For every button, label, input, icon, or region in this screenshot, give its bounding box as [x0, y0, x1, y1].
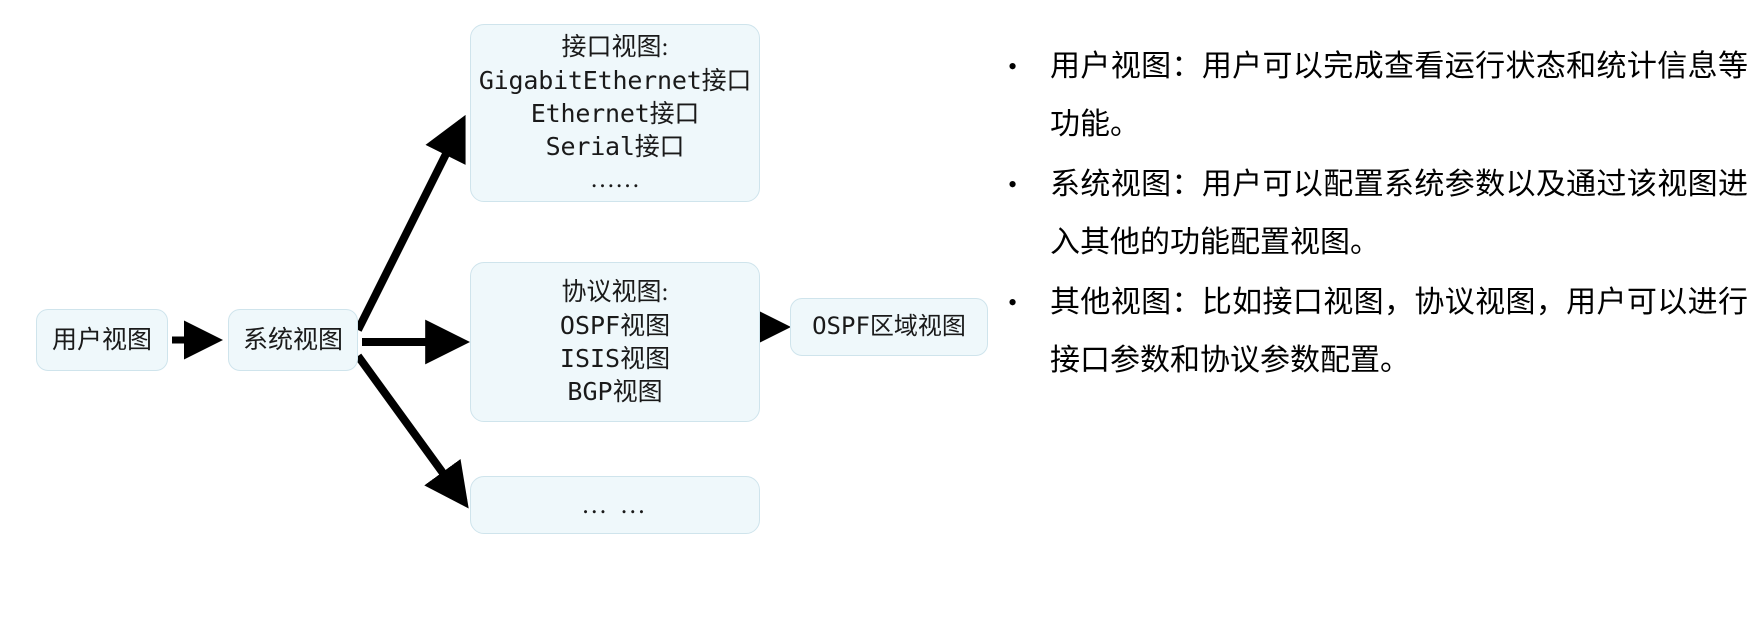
bullet-text: 其他视图：比如接口视图，协议视图，用户可以进行接口参数和协议参数配置。 [1050, 286, 1748, 377]
node-ospf-area-view-label: OSPF区域视图 [812, 312, 966, 341]
node-other-view[interactable]: … … [470, 476, 760, 534]
bullet-text: 系统视图：用户可以配置系统参数以及通过该视图进入其他的功能配置视图。 [1050, 168, 1748, 259]
node-ospf-area-view[interactable]: OSPF区域视图 [790, 298, 988, 356]
node-protocol-view-item-0: OSPF视图 [559, 311, 671, 340]
node-user-view[interactable]: 用户视图 [36, 309, 168, 371]
node-system-view[interactable]: 系统视图 [228, 309, 358, 371]
node-protocol-view-item-2: BGP视图 [567, 377, 663, 406]
bullet-text: 用户视图：用户可以完成查看运行状态和统计信息等功能。 [1050, 50, 1748, 141]
node-protocol-view-item-1: ISIS视图 [559, 344, 671, 373]
arrow-system-to-interface [354, 114, 466, 332]
node-interface-view-item-1: Ethernet接口 [530, 98, 700, 128]
bullet-item-other-view: • 其他视图：比如接口视图，协议视图，用户可以进行接口参数和协议参数配置。 [1008, 274, 1748, 390]
node-protocol-view-title: 协议视图: [561, 279, 669, 306]
arrow-system-to-other [354, 353, 469, 509]
bullet-marker: • [1008, 170, 1018, 199]
node-user-view-label: 用户视图 [51, 326, 152, 354]
node-interface-view[interactable]: 接口视图: GigabitEthernet接口 Ethernet接口 Seria… [470, 24, 760, 202]
bullet-marker: • [1008, 288, 1018, 317]
node-protocol-view[interactable]: 协议视图: OSPF视图 ISIS视图 BGP视图 [470, 262, 760, 422]
node-interface-view-item-3: …… [590, 165, 640, 193]
node-other-view-label: … … [581, 489, 649, 519]
node-system-view-label: 系统视图 [242, 326, 343, 354]
bullet-marker: • [1008, 52, 1018, 81]
bullet-list: • 用户视图：用户可以完成查看运行状态和统计信息等功能。 • 系统视图：用户可以… [1008, 38, 1748, 392]
bullet-item-system-view: • 系统视图：用户可以配置系统参数以及通过该视图进入其他的功能配置视图。 [1008, 156, 1748, 272]
node-interface-view-item-0: GigabitEthernet接口 [478, 65, 752, 95]
bullet-item-user-view: • 用户视图：用户可以完成查看运行状态和统计信息等功能。 [1008, 38, 1748, 154]
node-interface-view-title: 接口视图: [561, 33, 669, 61]
node-interface-view-item-2: Serial接口 [545, 131, 685, 161]
